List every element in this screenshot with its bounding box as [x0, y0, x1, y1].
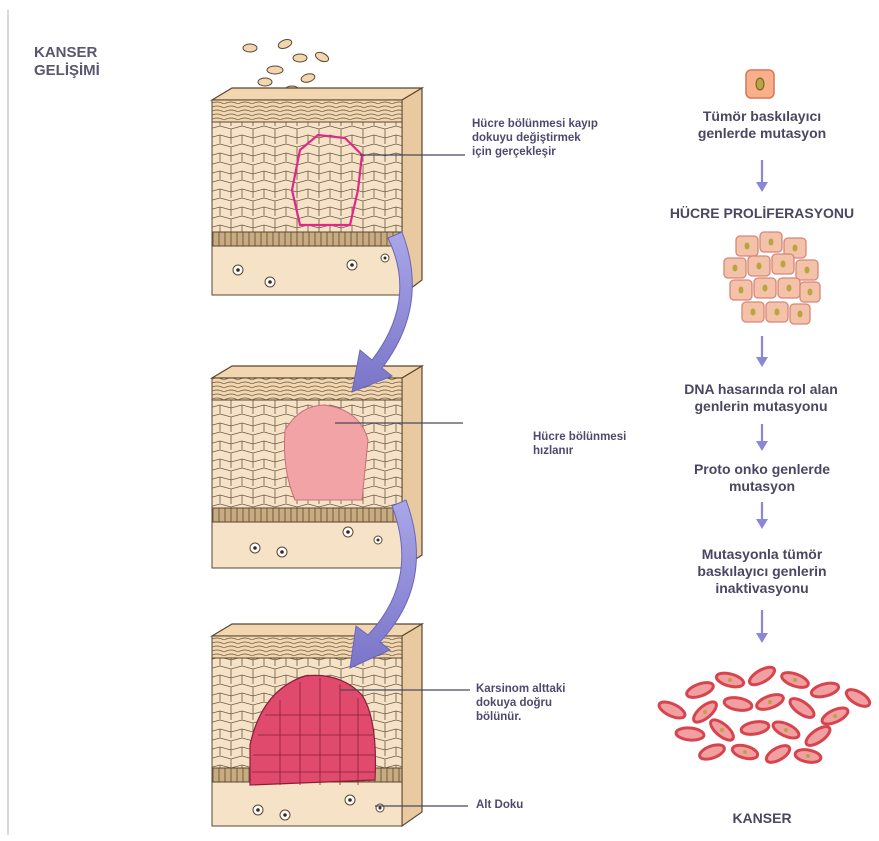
- flow-step-4: Proto onko genlerde mutasyon: [672, 461, 852, 495]
- annotation-stage-1: Hücre bölünmesi kayıp dokuyu değiştirmek…: [472, 118, 602, 159]
- diagram-title: KANSER GELİŞİMİ: [34, 44, 154, 80]
- flow-step-6: KANSER: [712, 810, 812, 827]
- annotation-base-tissue: Alt Doku: [476, 799, 576, 813]
- flow-step-3: DNA hasarında rol alan genlerin mutasyon…: [656, 381, 866, 415]
- proliferation-cluster-icon: [724, 232, 820, 324]
- flow-step-5: Mutasyonla tümör baskılayıcı genlerin in…: [672, 546, 852, 596]
- tumor-light-region: [284, 405, 368, 500]
- annotation-stage-2: Hücre bölünmesi hızlanır: [533, 431, 633, 459]
- tissue-block-3: [212, 624, 422, 826]
- flow-step-2: HÜCRE PROLİFERASYONU: [648, 205, 876, 222]
- tissue-block-2: [212, 366, 422, 568]
- single-cell-icon: [746, 70, 774, 98]
- loose-cells: [243, 38, 330, 94]
- tissue-block-1: [212, 88, 422, 295]
- cancer-mass-icon: [657, 664, 872, 766]
- annotation-stage-3: Karsinom alttaki dokuya doğru bölünür.: [476, 683, 596, 724]
- flow-step-1: Tümör baskılayıcı genlerde mutasyon: [672, 108, 852, 142]
